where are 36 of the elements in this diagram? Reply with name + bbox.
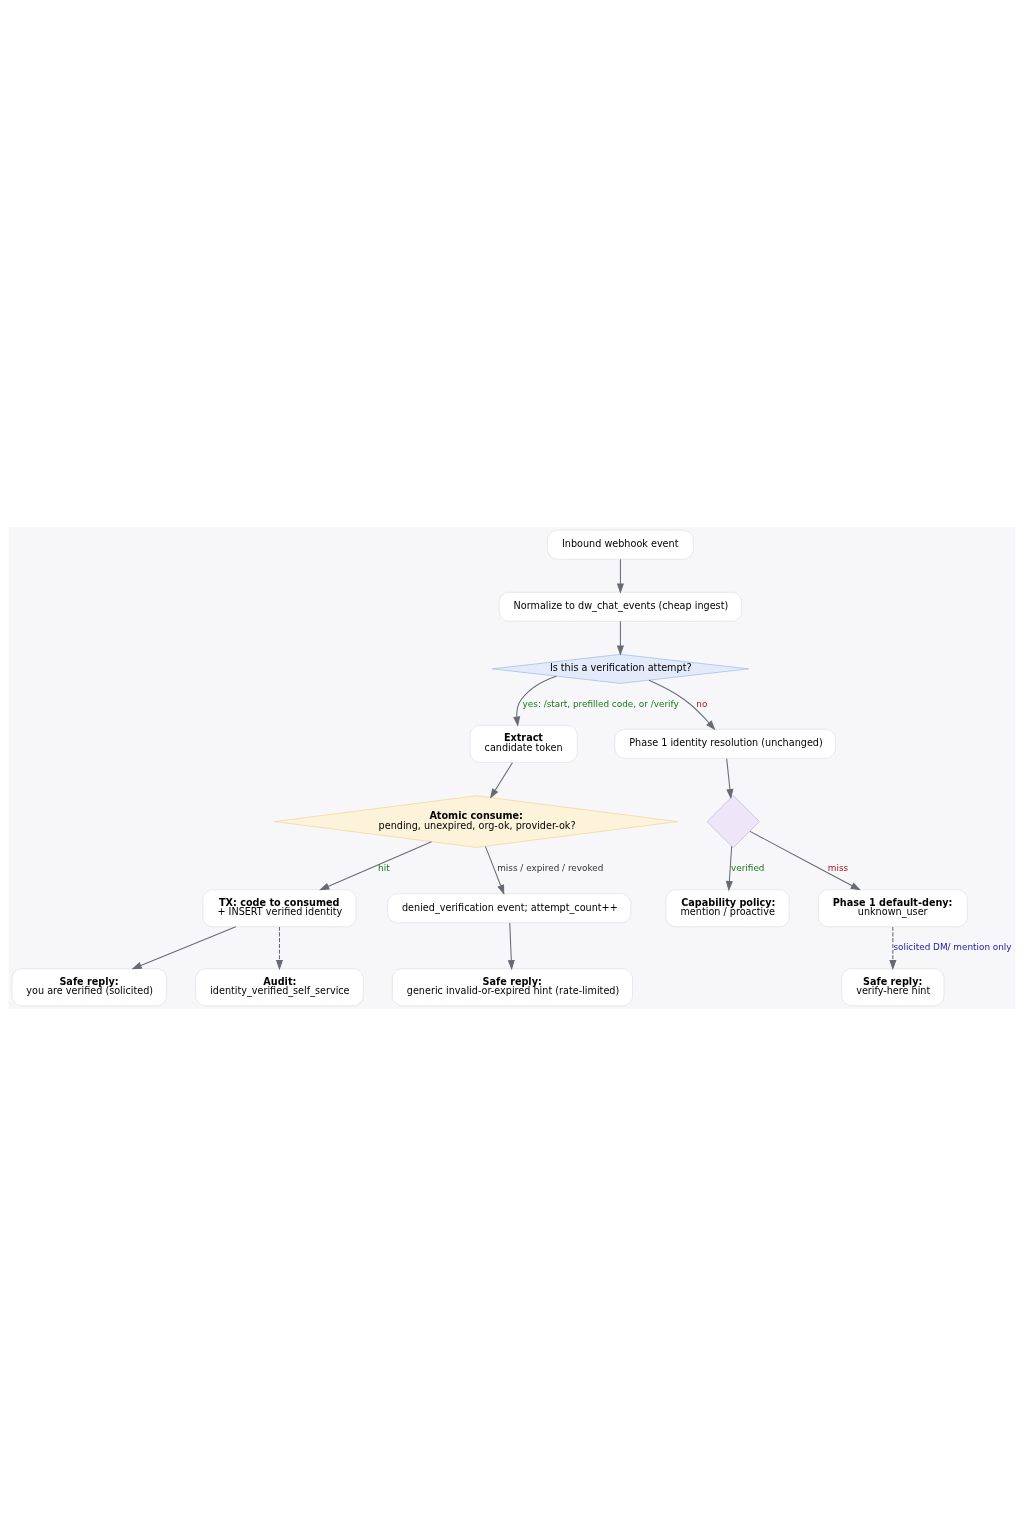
arrow: [749, 830, 861, 891]
arrow: [489, 762, 513, 799]
arrow: [507, 922, 515, 971]
edge-label: solicited DM/ mention only: [893, 942, 1012, 952]
arrow: [726, 758, 734, 800]
arrow: [513, 675, 557, 727]
node-box: Safe reply: generic invalid-or-expired hint (rate-limited): [391, 968, 633, 1007]
arrow: [889, 926, 897, 971]
arrow: [648, 679, 716, 731]
edge-label: verified: [731, 863, 765, 874]
node-box: Audit: identity_verified_self_service: [195, 968, 364, 1007]
edge-label: hit: [378, 863, 390, 874]
node-box: Normalize to dw_chat_events (cheap ingest): [498, 591, 743, 622]
node-box: Phase 1 default-deny: unknown_user: [817, 889, 968, 928]
node-box: TX: code to consumed + INSERT verified identity: [202, 889, 357, 928]
node-diamond: Is this a verification attempt?: [491, 653, 750, 684]
node-box: Extract candidate token: [469, 724, 578, 763]
node-diamond: Atomic consume: pending, unexpired, org-ok, provider-ok?: [274, 795, 679, 848]
arrow: [725, 845, 733, 892]
node-box: Inbound webhook event: [547, 529, 694, 560]
node-box: Phase 1 identity resolution (unchanged): [614, 728, 837, 759]
arrow: [616, 558, 624, 594]
arrow: [484, 845, 505, 895]
edge-label: miss: [827, 863, 849, 874]
node-box: Safe reply: verify-here hint: [841, 968, 945, 1007]
node-box: denied_verification event; attempt_count++: [387, 893, 632, 924]
arrow: [275, 926, 283, 971]
node-diamond: [706, 795, 760, 849]
edge-label: yes: /start, prefilled code, or /verify: [522, 698, 679, 709]
node-box: Safe reply: you are verified (solicited): [11, 968, 168, 1007]
edge-label: no: [696, 698, 708, 709]
arrow: [131, 926, 237, 970]
edge-label: miss / expired / revoked: [497, 863, 604, 874]
node-box: Capability policy: mention / proactive: [665, 889, 790, 928]
arrow: [319, 841, 433, 891]
arrow: [616, 620, 624, 656]
